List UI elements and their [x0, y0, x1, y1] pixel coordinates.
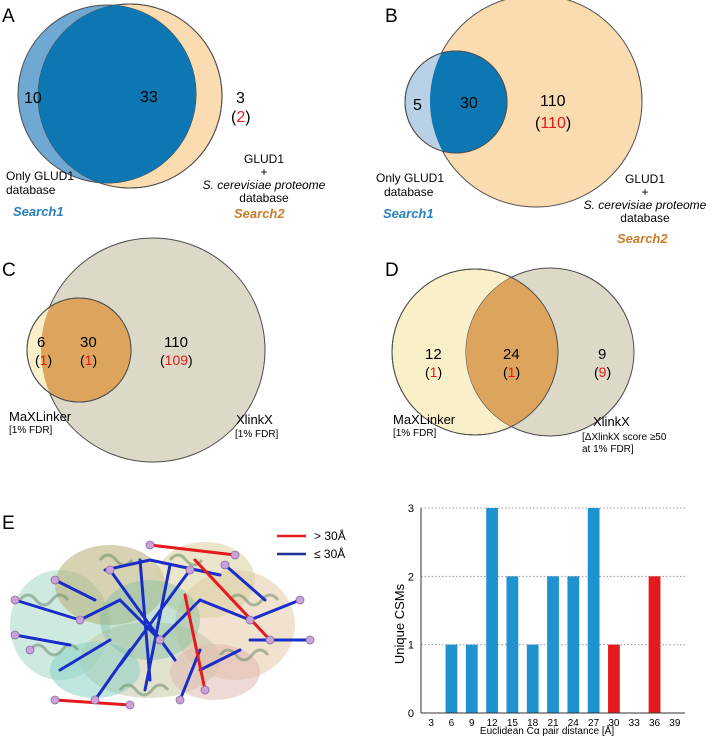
venn-c-right-label: XlinkX	[236, 412, 273, 427]
venn-a-overlap	[38, 5, 196, 183]
panel-d: D 12 (1) 24 (1) 9 (9) MaXLinker [1% FDR]…	[385, 260, 667, 455]
venn-a-right-count: 3	[236, 90, 245, 107]
venn-b-right-count: 110	[540, 93, 566, 110]
venn-a-search2: Search2	[234, 206, 285, 221]
venn-d-right-label: XlinkX	[593, 414, 630, 429]
venn-d-left-outline	[391, 268, 559, 436]
chart-x-tick-label: 9	[469, 718, 475, 729]
chart-y-tick-label: 2	[408, 571, 414, 583]
chart-bar-18	[526, 644, 539, 713]
venn-d-both-count: 24	[503, 346, 520, 363]
chart-x-tick-label: 18	[527, 718, 539, 729]
venn-a-only-count: 10	[24, 90, 42, 107]
chart-x-label: Euclidean Cα pair distance [Å]	[480, 724, 614, 737]
panel-b-letter: B	[385, 6, 398, 27]
chart-bar-30	[608, 644, 620, 713]
venn-a-left-label-2: database	[6, 183, 56, 197]
venn-a-right-label-3: S. cerevisiae proteome	[203, 178, 326, 192]
venn-b-right-label-1: GLUD1	[625, 172, 665, 186]
chart-x-tick-label: 15	[507, 718, 519, 729]
chart-bar-24	[567, 576, 580, 713]
venn-b-right-label-2: +	[641, 185, 648, 199]
venn-c-right-sub: [1% FDR]	[235, 429, 279, 440]
venn-b-only-count: 5	[413, 97, 422, 114]
venn-c-left-sub: [1% FDR]	[9, 425, 53, 436]
panel-d-letter: D	[385, 260, 399, 281]
chart-x-tick-label: 27	[588, 718, 600, 729]
bar-chart: Unique CSMs Euclidean Cα pair distance […	[392, 503, 685, 737]
chart-x-tick-label: 3	[428, 718, 434, 729]
venn-b-right-label-4: database	[620, 211, 670, 225]
panel-a-letter: A	[2, 6, 15, 27]
chart-bar-12	[486, 508, 498, 713]
panel-b: B 5 30 110 (110) Only GLUD1 database Sea…	[376, 0, 707, 246]
venn-c-left-outline	[26, 297, 132, 403]
venn-b-right-label-3: S. cerevisiae proteome	[584, 198, 707, 212]
venn-d-both-paren: (1)	[503, 364, 520, 380]
venn-a-search1: Search1	[13, 204, 64, 219]
chart-x-tick-label: 33	[629, 718, 641, 729]
chart-bar-27	[587, 508, 600, 713]
venn-d-left-paren: (1)	[425, 364, 442, 380]
venn-a-right-label-1: GLUD1	[244, 152, 284, 166]
panel-a: A 10 33 3 (2) Only GLUD1 database Search…	[2, 3, 326, 221]
chart-bar-15	[506, 576, 519, 713]
venn-b-search1: Search1	[383, 206, 434, 221]
chart-y-tick-label: 3	[408, 503, 414, 515]
chart-bars	[445, 508, 661, 713]
chart-x-tick-label: 30	[608, 718, 620, 729]
venn-d-right-paren: (9)	[594, 364, 611, 380]
chart-y-label: Unique CSMs	[392, 583, 407, 664]
chart-x-tick-label: 39	[669, 718, 681, 729]
chart-bar-9	[465, 644, 478, 713]
venn-a-right-label-2: +	[260, 165, 267, 179]
venn-c-right-paren: (109)	[160, 352, 193, 368]
chart-x-tick-label: 24	[568, 718, 580, 729]
venn-b-left-label-2: database	[384, 185, 434, 199]
venn-d-left-sub: [1% FDR]	[393, 428, 437, 439]
chart-bar-21	[547, 576, 559, 713]
legend-gt30-label: > 30Å	[314, 528, 346, 543]
venn-d-overlap	[466, 269, 558, 435]
venn-a-left-label-1: Only GLUD1	[6, 169, 74, 183]
venn-a-both-count: 33	[140, 89, 158, 106]
chart-bar-36	[648, 576, 661, 713]
venn-b-search2: Search2	[617, 231, 668, 246]
chart-y-tick-label: 1	[408, 640, 414, 652]
venn-b-right-paren: (110)	[535, 115, 571, 132]
venn-b-left-outline	[404, 50, 508, 154]
chart-x-tick-label: 6	[449, 718, 455, 729]
chart-y-ticks: 0 1 2 3	[408, 503, 414, 720]
venn-c-left-label: MaXLinker	[9, 409, 72, 424]
chart-x-tick-label: 12	[487, 718, 499, 729]
venn-d-right-sub-1: [ΔXlinkX score ≥50	[582, 432, 667, 443]
venn-b-both-count: 30	[460, 95, 478, 112]
panel-c: C 6 (1) 30 (1) 110 (109) MaXLinker [1% F…	[2, 237, 279, 463]
venn-d-left-count: 12	[425, 346, 442, 363]
venn-d-right-sub-2: at 1% FDR]	[582, 444, 634, 455]
venn-d-right-count: 9	[598, 346, 606, 363]
venn-c-left-paren: (1)	[35, 352, 52, 368]
venn-c-left-count: 6	[37, 334, 45, 351]
venn-c-both-count: 30	[80, 334, 97, 351]
chart-x-tick-label: 36	[649, 718, 661, 729]
panel-c-letter: C	[2, 260, 16, 281]
chart-y-tick-label: 0	[408, 708, 414, 720]
venn-a-right-paren: (2)	[231, 109, 251, 126]
venn-c-right-count: 110	[164, 334, 188, 351]
venn-a-right-label-4: database	[239, 191, 289, 205]
chart-bar-6	[445, 644, 458, 713]
protein-structure-image	[10, 540, 315, 710]
panel-e: E > 30Å ≤ 30Å	[2, 513, 346, 710]
venn-d-left-label: MaXLinker	[393, 412, 456, 427]
venn-c-both-paren: (1)	[80, 352, 97, 368]
legend-le30-label: ≤ 30Å	[314, 546, 345, 561]
chart-x-tick-label: 21	[547, 718, 559, 729]
venn-b-left-label-1: Only GLUD1	[376, 171, 444, 185]
panel-e-letter: E	[2, 513, 15, 534]
